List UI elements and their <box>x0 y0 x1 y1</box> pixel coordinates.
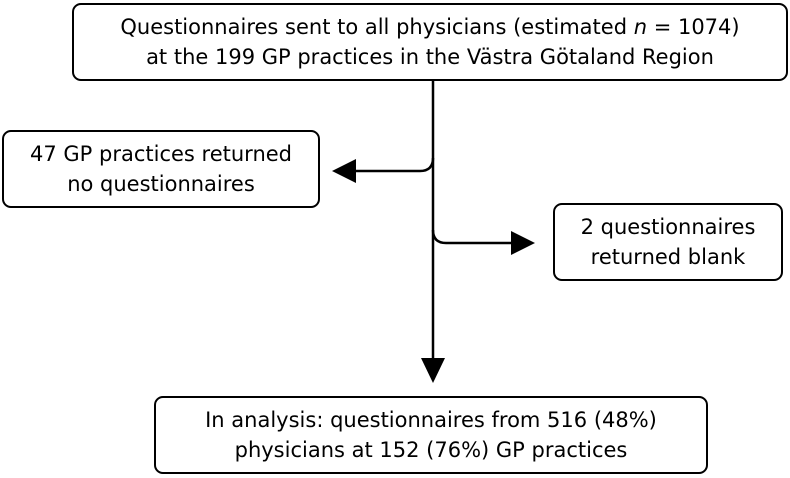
branch-right-line <box>431 229 512 245</box>
no-return-line2: no questionnaires <box>67 172 255 196</box>
no-return-line1: 47 GP practices returned <box>30 142 292 166</box>
arrowhead-right-icon <box>511 231 535 255</box>
blank-node: 2 questionnaires returned blank <box>553 203 783 281</box>
sent-line1-pre: Questionnaires sent to all physicians (e… <box>120 15 634 39</box>
arrowhead-down-icon <box>421 358 445 383</box>
no-return-node: 47 GP practices returned no questionnair… <box>2 130 320 208</box>
blank-line1: 2 questionnaires <box>580 215 756 239</box>
sent-line1: Questionnaires sent to all physicians (e… <box>120 12 739 42</box>
blank-line2: returned blank <box>590 245 746 269</box>
analysis-node: In analysis: questionnaires from 516 (48… <box>154 396 708 474</box>
analysis-line2: physicians at 152 (76%) GP practices <box>234 438 628 462</box>
sent-line1-post: = 1074) <box>647 15 740 39</box>
arrowhead-left-icon <box>332 159 356 183</box>
analysis-line1: In analysis: questionnaires from 516 (48… <box>205 408 657 432</box>
branch-left-line <box>355 157 435 173</box>
sent-line2: at the 199 GP practices in the Västra Gö… <box>146 45 714 69</box>
sent-line1-n: n <box>633 15 648 39</box>
sent-node: Questionnaires sent to all physicians (e… <box>72 3 788 81</box>
